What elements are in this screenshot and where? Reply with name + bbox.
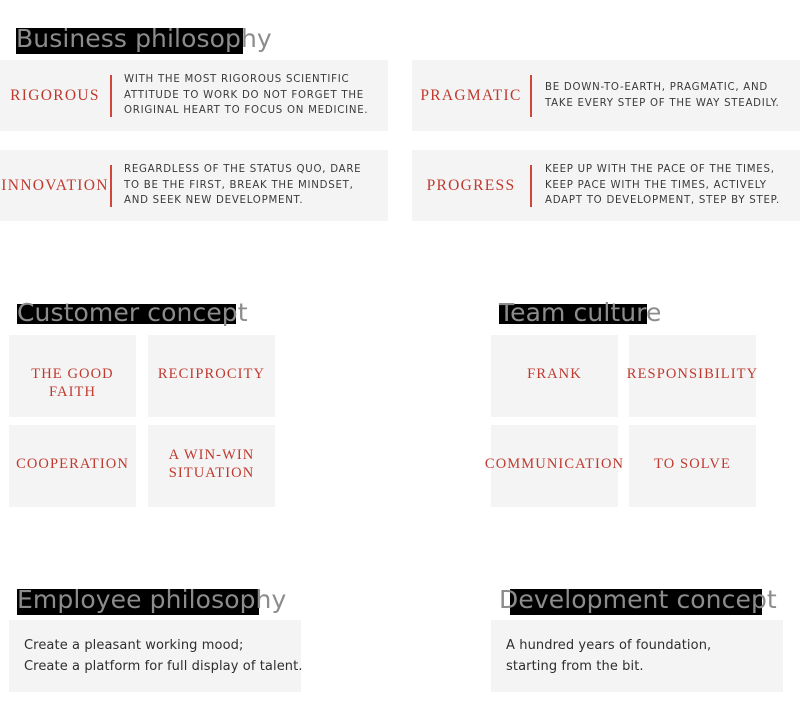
body-line: KEEP PACE WITH THE TIMES, ACTIVELY (545, 179, 767, 191)
tile-line: RESPONSIBILITY (626, 366, 759, 382)
concept-tile-label: FRANK (527, 335, 582, 383)
section-title-text: Development concept (499, 585, 777, 614)
concept-tile: COOPERATION (9, 425, 136, 507)
statement-block-development-concept: A hundred years of foundation, starting … (491, 620, 783, 692)
tile-line: A WIN-WIN (168, 447, 255, 463)
tile-line: COOPERATION (16, 456, 129, 472)
statement-block-employee-philosophy: Create a pleasant working mood; Create a… (9, 620, 303, 692)
body-line: TO BE THE FIRST, BREAK THE MINDSET, (124, 179, 354, 191)
philosophy-card-label: INNOVATION (1, 176, 109, 194)
body-line: KEEP UP WITH THE PACE OF THE TIMES, (545, 164, 775, 176)
philosophy-card-innovation: INNOVATION REGARDLESS OF THE STATUS QUO,… (0, 150, 388, 221)
concept-tile-label: COOPERATION (16, 425, 129, 473)
concept-tile: RESPONSIBILITY (627, 335, 758, 417)
section-title-text: Business philosophy (16, 24, 272, 53)
tile-line: THE GOOD FAITH (31, 366, 114, 400)
concept-tile-label: RECIPROCITY (158, 335, 265, 383)
red-divider-bar (110, 164, 112, 207)
philosophy-card-body: BE DOWN-TO-EARTH, PRAGMATIC, AND TAKE EV… (532, 80, 800, 111)
body-line: BE DOWN-TO-EARTH, PRAGMATIC, AND (545, 82, 768, 93)
statement-text: Create a pleasant working mood; Create a… (9, 635, 303, 677)
statement-line: Create a platform for full display of ta… (24, 659, 303, 674)
tile-line: SITUATION (168, 465, 255, 481)
red-divider-bar (530, 164, 532, 207)
body-line: WITH THE MOST RIGOROUS SCIENTIFIC (124, 74, 350, 86)
concept-tile-label: TO SOLVE (654, 425, 731, 473)
heading-highlight-bar (17, 589, 259, 615)
concept-tile-label: RESPONSIBILITY (627, 335, 758, 383)
body-line: ORIGINAL HEART TO FOCUS ON MEDICINE. (124, 105, 369, 117)
body-line: REGARDLESS OF THE STATUS QUO, DARE (124, 164, 362, 176)
body-line: AND SEEK NEW DEVELOPMENT. (124, 195, 304, 207)
section-heading-customer-concept: Customer concept (17, 298, 248, 328)
concept-tile-label: COMMUNICATION (485, 425, 624, 473)
body-line: TAKE EVERY STEP OF THE WAY STEADILY. (545, 97, 780, 109)
section-heading-development-concept: Development concept (499, 585, 777, 615)
philosophy-card-rigorous: RIGOROUS WITH THE MOST RIGOROUS SCIENTIF… (0, 60, 388, 131)
statement-text: A hundred years of foundation, starting … (491, 635, 711, 677)
philosophy-card-label: PROGRESS (426, 176, 516, 194)
tile-line: TO SOLVE (654, 456, 731, 472)
section-title-text: Customer concept (17, 298, 248, 327)
philosophy-card-pragmatic: PRAGMATIC BE DOWN-TO-EARTH, PRAGMATIC, A… (412, 60, 800, 131)
heading-highlight-bar (16, 28, 243, 54)
heading-highlight-bar (499, 304, 647, 324)
tile-line: COMMUNICATION (484, 456, 625, 472)
body-line: ATTITUDE TO WORK DO NOT FORGET THE (124, 89, 364, 101)
section-title-text: Employee philosophy (17, 585, 287, 614)
philosophy-card-label: PRAGMATIC (420, 86, 522, 104)
tile-line: RECIPROCITY (157, 366, 266, 382)
concept-tile: THE GOOD FAITH (9, 335, 136, 417)
concept-tile: A WIN-WIN SITUATION (148, 425, 275, 507)
heading-highlight-bar (510, 589, 762, 615)
section-title-text: Team culture (499, 298, 662, 327)
section-heading-team-culture: Team culture (499, 298, 662, 328)
statement-line: A hundred years of foundation, (506, 638, 712, 653)
concept-tile: RECIPROCITY (148, 335, 275, 417)
section-heading-employee-philosophy: Employee philosophy (17, 585, 286, 615)
red-divider-bar (530, 74, 532, 117)
philosophy-card-label: RIGOROUS (10, 86, 100, 104)
philosophy-card-body: WITH THE MOST RIGOROUS SCIENTIFIC ATTITU… (112, 72, 388, 119)
statement-line: Create a pleasant working mood; (24, 638, 244, 653)
heading-highlight-bar (17, 304, 236, 324)
concept-tile-label: A WIN-WIN SITUATION (169, 425, 255, 482)
statement-line: starting from the bit. (506, 659, 644, 674)
philosophy-card-progress: PROGRESS KEEP UP WITH THE PACE OF THE TI… (412, 150, 800, 221)
red-divider-bar (110, 74, 112, 117)
concept-tile: TO SOLVE (629, 425, 756, 507)
concept-tile: FRANK (491, 335, 618, 417)
body-line: ADAPT TO DEVELOPMENT, STEP BY STEP. (545, 195, 780, 207)
philosophy-card-body: REGARDLESS OF THE STATUS QUO, DARE TO BE… (112, 162, 388, 209)
concept-tile-label: THE GOOD FAITH (9, 335, 136, 401)
section-heading-business-philosophy: Business philosophy (16, 24, 272, 54)
philosophy-card-body: KEEP UP WITH THE PACE OF THE TIMES, KEEP… (532, 162, 800, 209)
concept-tile: COMMUNICATION (485, 425, 623, 507)
tile-line: FRANK (527, 366, 582, 382)
